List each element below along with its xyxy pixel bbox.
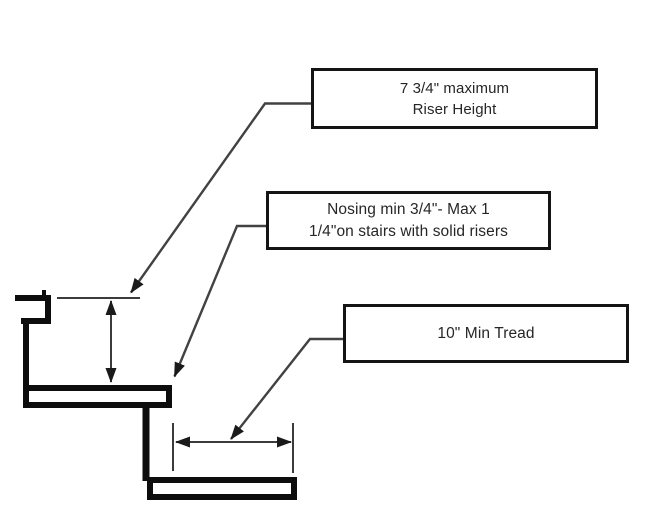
middle-tread-board xyxy=(23,385,172,408)
nosing-label-line2: 1/4"on stairs with solid risers xyxy=(309,222,508,240)
leader-riser-height xyxy=(130,102,311,294)
tread-label-box: 10" Min Tread xyxy=(343,304,629,363)
upper-step-nosing-profile xyxy=(15,295,51,324)
tread-label-line1: 10" Min Tread xyxy=(437,325,535,342)
riser-height-label-line2: Riser Height xyxy=(412,100,497,118)
leader-tread xyxy=(230,337,343,440)
nosing-label-line1: Nosing min 3/4"- Max 1 xyxy=(327,200,490,218)
lower-tread-board xyxy=(147,477,297,500)
riser-height-label-box: 7 3/4" maximum Riser Height xyxy=(311,68,598,129)
riser-height-label-line1: 7 3/4" maximum xyxy=(399,79,510,97)
leader-nosing xyxy=(173,224,266,378)
nosing-label-box: Nosing min 3/4"- Max 1 1/4"on stairs wit… xyxy=(266,191,551,250)
